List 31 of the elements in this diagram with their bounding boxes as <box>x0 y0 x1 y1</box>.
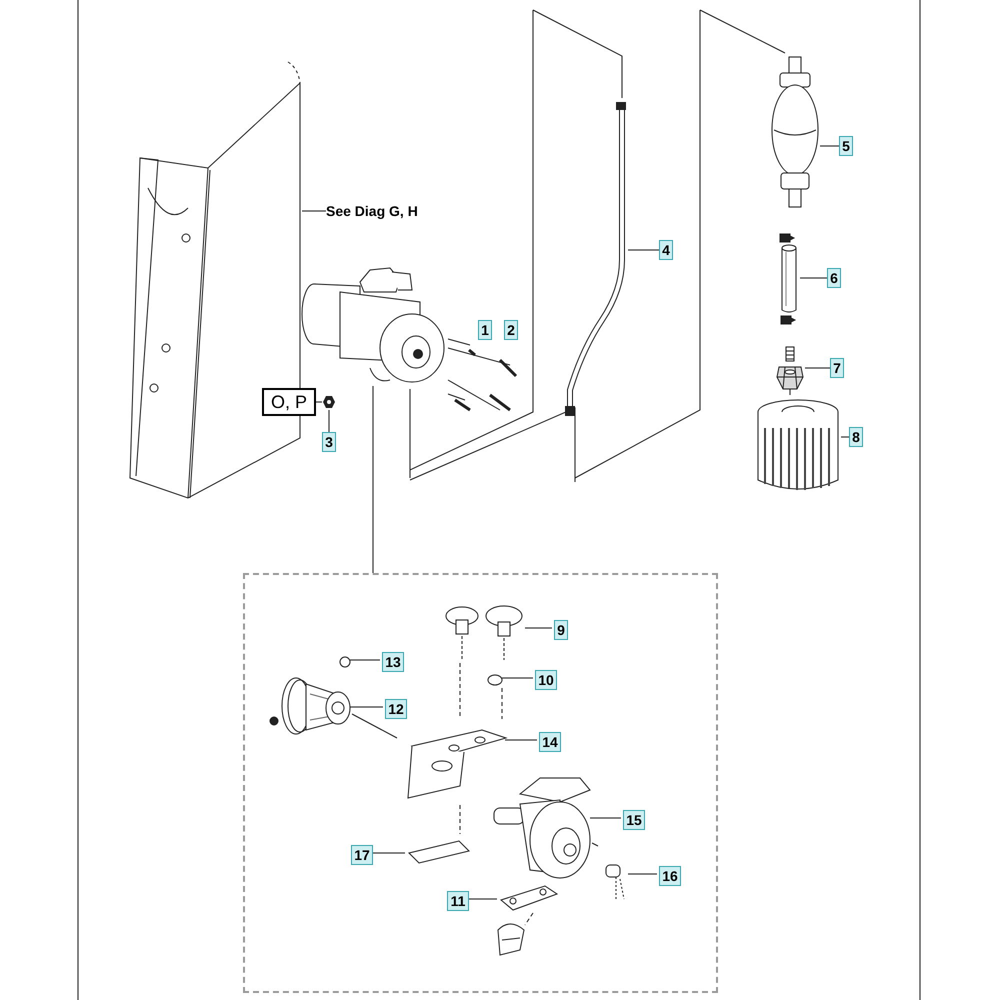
reference-note: See Diag G, H <box>326 202 438 220</box>
leader-line <box>840 436 850 438</box>
nut-drawing <box>322 394 336 410</box>
screw-drawing <box>337 655 352 669</box>
primer-bulb-drawing <box>770 55 820 210</box>
callout-number: 8 <box>849 427 863 447</box>
leader-line <box>350 706 384 708</box>
washer-drawing <box>487 673 504 687</box>
callout-number: 10 <box>535 670 557 690</box>
callout-number: 16 <box>659 866 681 886</box>
callout-number: 13 <box>382 652 404 672</box>
hose-connector-drawing <box>775 345 805 395</box>
callout-number: 7 <box>830 358 844 378</box>
callout-number: 3 <box>322 432 336 452</box>
reference-tag: O, P <box>262 388 316 416</box>
callout-number: 5 <box>839 136 853 156</box>
callout-number: 1 <box>478 320 492 340</box>
callout-number: 4 <box>659 240 673 260</box>
callout-number: 11 <box>447 891 469 911</box>
label-plate-drawing <box>407 839 471 865</box>
callout-number: 12 <box>385 699 407 719</box>
callout-number: 9 <box>554 620 568 640</box>
callout-number: 17 <box>351 845 373 865</box>
detail-frame <box>243 573 718 993</box>
leader-line <box>372 386 374 574</box>
callout-number: 14 <box>539 732 561 752</box>
leader-line <box>302 210 326 212</box>
callout-number: 6 <box>827 268 841 288</box>
callout-number: 2 <box>504 320 518 340</box>
callout-number: 15 <box>623 810 645 830</box>
leader-line <box>328 410 330 432</box>
